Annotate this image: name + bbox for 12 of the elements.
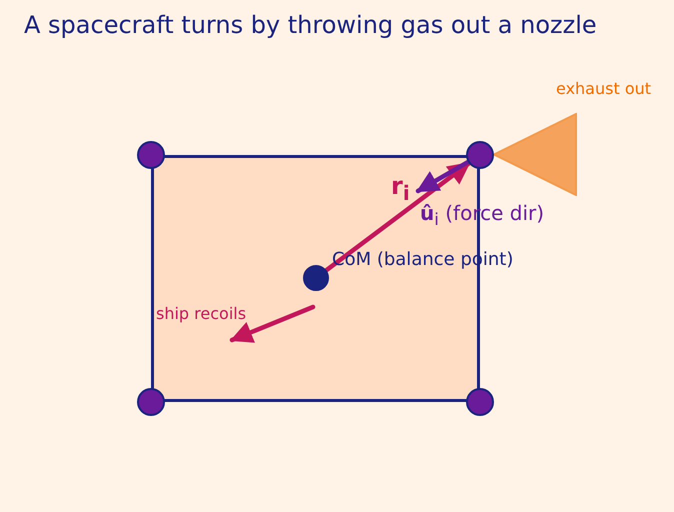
edge-label: r$_{i}$ (391, 174, 410, 203)
nozzle-caption: exhaust out (556, 81, 652, 97)
dot (303, 265, 329, 291)
diagram-title: A spacecraft turns by throwing gas out a nozzle (24, 13, 597, 37)
edge-label: ship recoils (156, 306, 246, 322)
dot (466, 141, 494, 169)
nozzle-triangle (493, 113, 577, 196)
arrow (230, 304, 316, 343)
dot (137, 388, 165, 416)
dot (137, 141, 165, 169)
arrow (416, 160, 470, 194)
dot (466, 388, 494, 416)
